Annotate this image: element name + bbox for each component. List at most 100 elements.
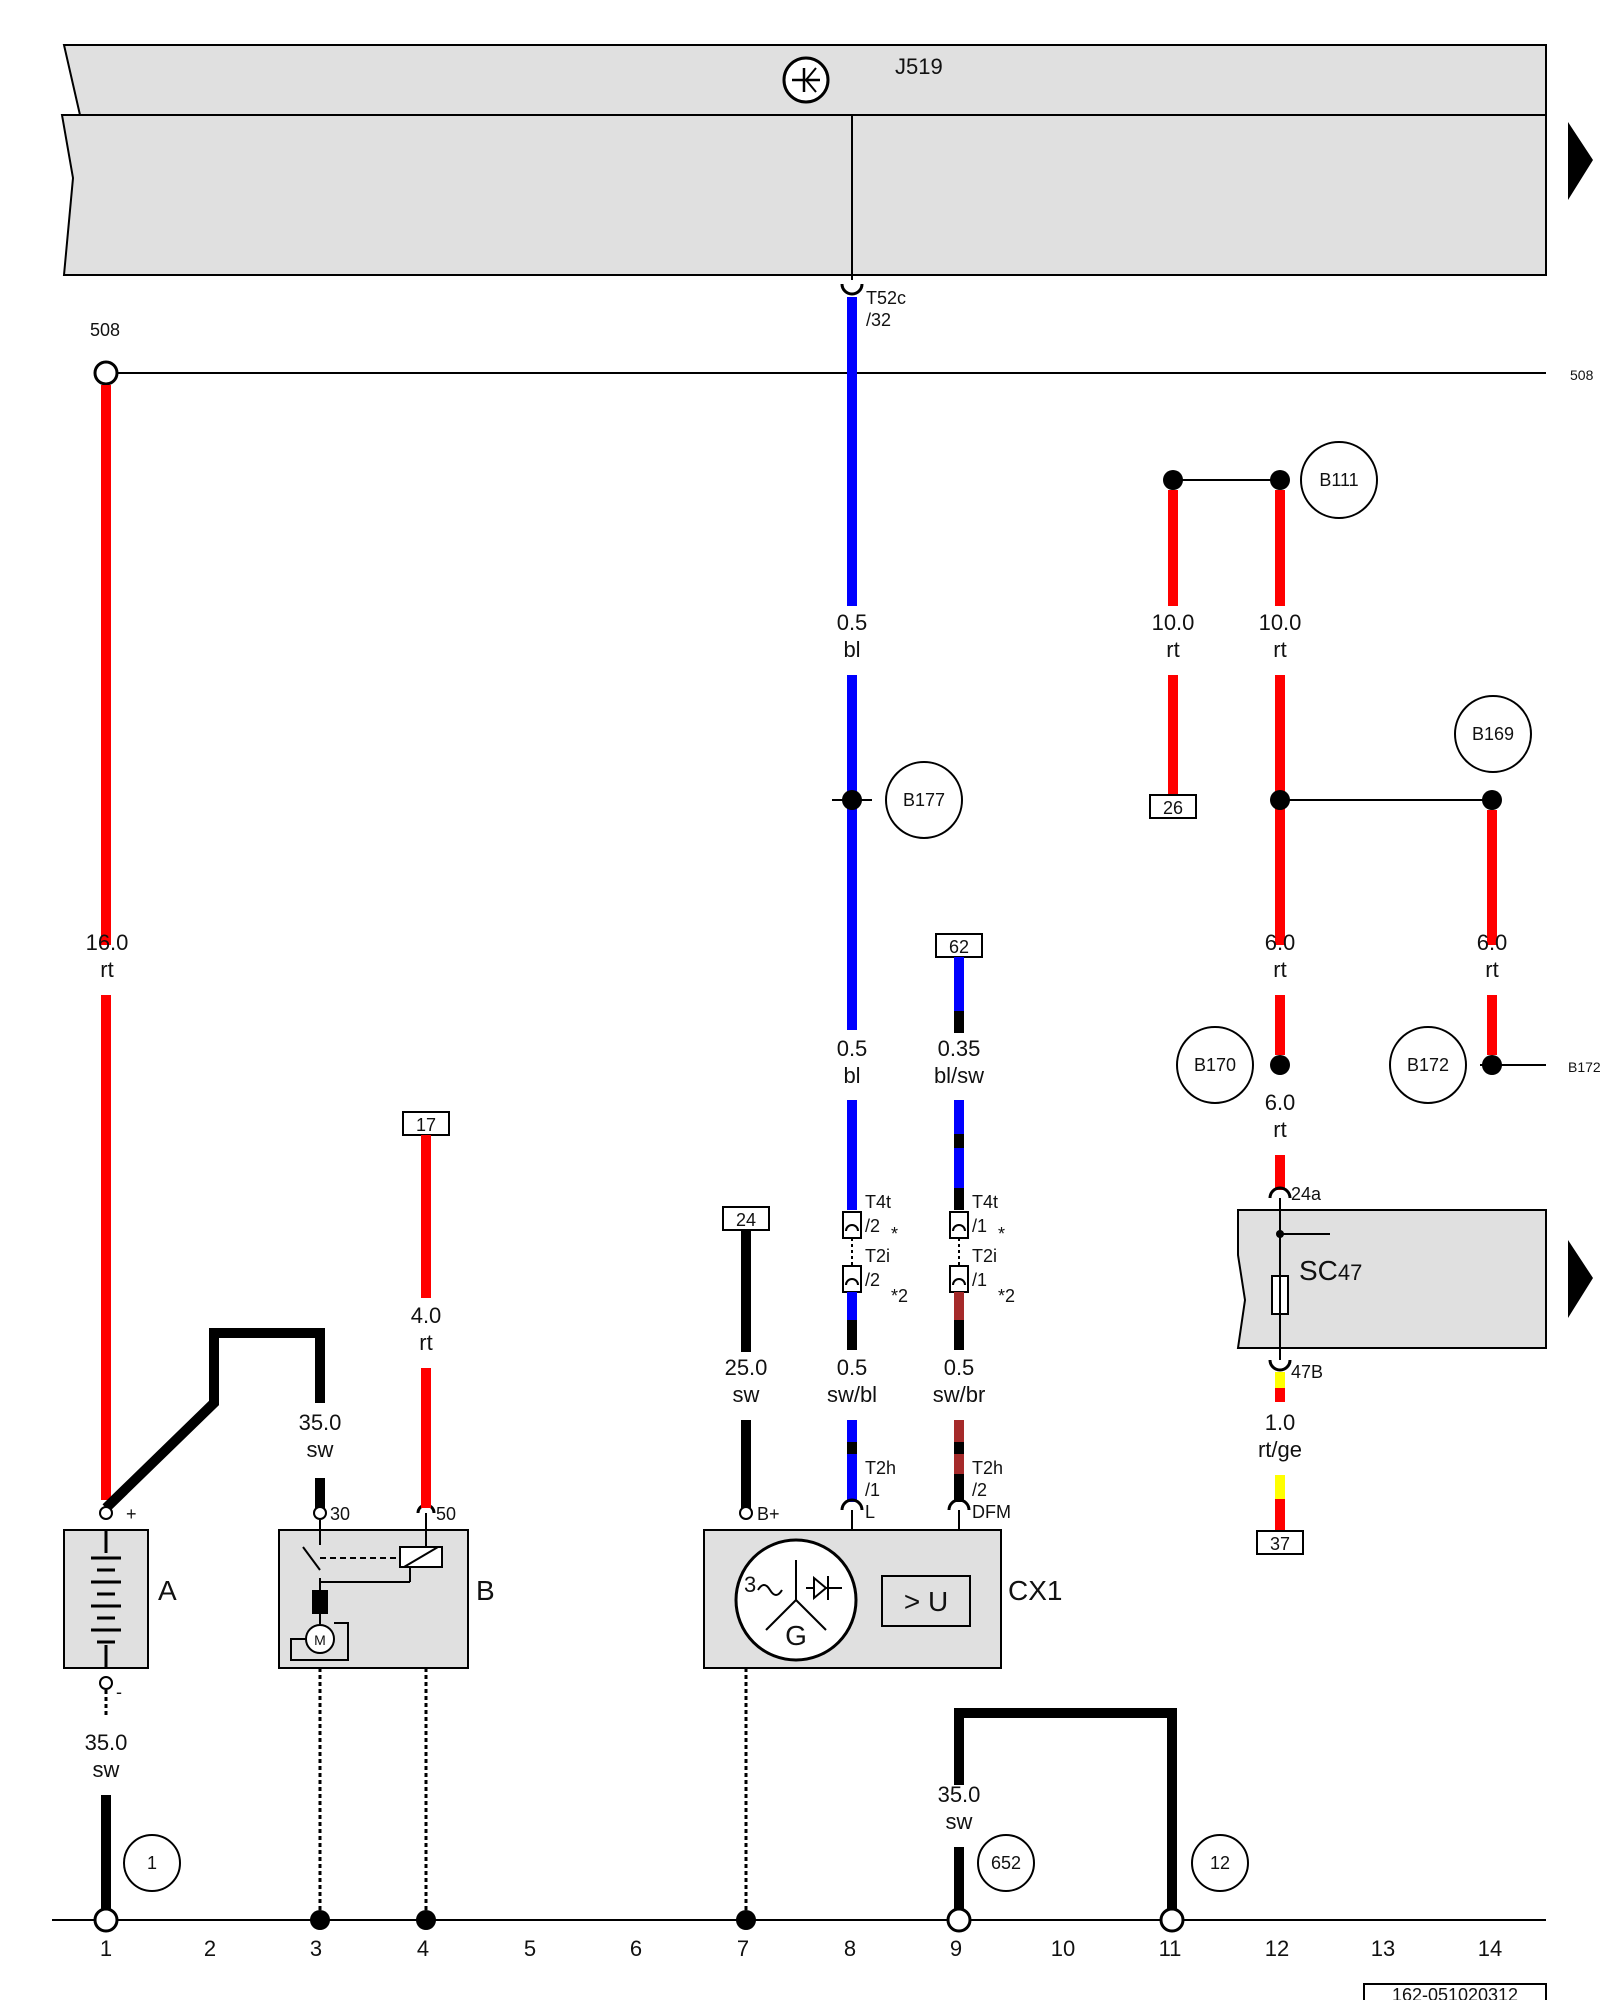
bus-508: 508 508: [90, 320, 1594, 386]
column-number: 9: [950, 1936, 962, 1961]
b172-label: B172: [1407, 1055, 1449, 1075]
wire-35-sw-ground-strap: 35.0 sw: [938, 1708, 1177, 1910]
electronic-module-icon: [782, 56, 830, 104]
wire-gauge-label: 10.0: [1259, 610, 1302, 635]
wire-gauge-label: 10.0: [1152, 610, 1195, 635]
starter-motor-icon: M: [290, 1614, 349, 1661]
t2i-label: T2i: [972, 1246, 997, 1266]
column-number: 4: [417, 1936, 429, 1961]
battery-icon: [91, 1530, 121, 1668]
b170-label: B170: [1194, 1055, 1236, 1075]
t52c-label: T52c: [866, 288, 906, 308]
wire-color-label: rt: [1273, 957, 1286, 982]
connection-point-b172: B172 B172: [1389, 1026, 1600, 1104]
footnote-star: *: [891, 1224, 898, 1244]
starter-solenoid-icon: [312, 1590, 328, 1614]
ground-point-label: 12: [1210, 1853, 1230, 1873]
wire-6-rt-sc47: 6.0 rt 24a: [1265, 1090, 1322, 1204]
t52c-pin-label: /32: [866, 310, 891, 330]
reference-box-17: 17: [416, 1115, 436, 1135]
wire-color-label: rt: [1273, 1117, 1286, 1142]
reference-box-37: 37: [1270, 1534, 1290, 1554]
generator-phase-label: 3: [744, 1572, 756, 1597]
t2h-signal-label: L: [865, 1502, 875, 1522]
starter-pin-50: 50: [436, 1504, 456, 1524]
bus-508-label-right: 508: [1570, 367, 1594, 383]
continuation-arrow-icon: [1568, 1240, 1593, 1318]
b177-label: B177: [903, 790, 945, 810]
battery-minus-pin: -: [116, 1682, 122, 1702]
wire-gauge-label: 25.0: [725, 1355, 768, 1380]
column-number: 14: [1478, 1936, 1502, 1961]
connection-point-b170: B170: [1176, 1026, 1290, 1104]
wire-35-sw-battery-starter: 35.0 sw: [102, 1328, 342, 1512]
wire-035-bl-sw: 62 0.35 bl/sw: [934, 933, 984, 1210]
wire-10-rt-left: 10.0 rt 26: [1149, 490, 1197, 819]
column-number: 1: [100, 1936, 112, 1961]
wire-gauge-label: 6.0: [1265, 1090, 1296, 1115]
wire-gauge-label: 1.0: [1265, 1410, 1296, 1435]
ground-rail: [52, 1907, 1546, 1933]
t4t-pin-label: /2: [865, 1216, 880, 1236]
column-number: 8: [844, 1936, 856, 1961]
document-id-label: 162-051020312: [1392, 1985, 1518, 2000]
column-number: 13: [1371, 1936, 1395, 1961]
wire-gauge-label: 4.0: [411, 1303, 442, 1328]
starter-ground-wires: [318, 1668, 428, 1918]
t4t-label: T4t: [865, 1192, 891, 1212]
wire-color-label: sw/bl: [827, 1382, 877, 1407]
wire-color-label: sw: [307, 1437, 334, 1462]
wire-color-label: sw: [733, 1382, 760, 1407]
wire-color-label: rt: [1485, 957, 1498, 982]
t2h-pin-label: /2: [972, 1480, 987, 1500]
wire-color-label: rt: [100, 957, 113, 982]
ground-point-label: 1: [147, 1853, 157, 1873]
j519-label: J519: [895, 54, 943, 79]
wire-color-label: sw/br: [933, 1382, 986, 1407]
b111-label: B111: [1319, 470, 1358, 490]
t2h-label: T2h: [865, 1458, 896, 1478]
wire-color-label: rt: [1166, 637, 1179, 662]
generator-label: G: [785, 1620, 807, 1651]
column-number: 10: [1051, 1936, 1075, 1961]
sc47-pin-24a: 24a: [1291, 1184, 1322, 1204]
wire-05-sw-bl: 0.5 sw/bl T2h /1 L: [827, 1320, 896, 1530]
wire-gauge-label: 35.0: [85, 1730, 128, 1755]
continuation-arrow-icon: [1568, 122, 1593, 200]
wire-35-sw-battery-ground: 35.0 sw: [85, 1690, 128, 1910]
wire-color-label: bl: [843, 637, 860, 662]
t2i-pin-label: /1: [972, 1270, 987, 1290]
column-number: 6: [630, 1936, 642, 1961]
wire-10-rt-right: 10.0 rt: [1259, 490, 1302, 945]
ground-point-12: 12: [1191, 1834, 1249, 1892]
battery-plus-pin: +: [126, 1504, 137, 1524]
t2h-signal-label: DFM: [972, 1502, 1011, 1522]
wire-gauge-label: 35.0: [299, 1410, 342, 1435]
wire-gauge-label: 0.35: [938, 1036, 981, 1061]
starter-switch-icon: [302, 1520, 443, 1590]
reference-box-24: 24: [736, 1210, 756, 1230]
bus-508-label-left: 508: [90, 320, 120, 340]
connection-point-b111: B111: [1163, 441, 1378, 519]
sc47-pin-47b: 47B: [1291, 1362, 1323, 1382]
wire-4-rt: 17 4.0 rt: [402, 1111, 450, 1508]
control-unit-j519: J519: [60, 44, 1547, 280]
wire-1-rt-ge: 47B 1.0 rt/ge 37: [1256, 1359, 1323, 1555]
wire-color-label: rt: [419, 1330, 432, 1355]
t4t-pin-label: /1: [972, 1216, 987, 1236]
connection-point-b169: B169: [1270, 695, 1532, 810]
generator-icon: 3 G: [734, 1538, 858, 1662]
wire-color-label: sw: [946, 1809, 973, 1834]
wire-gauge-label: 6.0: [1477, 930, 1508, 955]
battery-a: + A -: [63, 1504, 177, 1702]
motor-label: M: [314, 1632, 326, 1648]
wire-gauge-label: 0.5: [837, 610, 868, 635]
starter-label: B: [476, 1575, 495, 1606]
reference-box-62: 62: [949, 937, 969, 957]
wire-05-bl-lower: 0.5 bl: [837, 1036, 867, 1210]
t4t-t2i-connectors-right: T4t /1 * T2i /1 *2: [949, 1192, 1015, 1320]
wire-gauge-label: 16.0: [86, 930, 129, 955]
alternator-pin-bplus: B+: [757, 1504, 780, 1524]
